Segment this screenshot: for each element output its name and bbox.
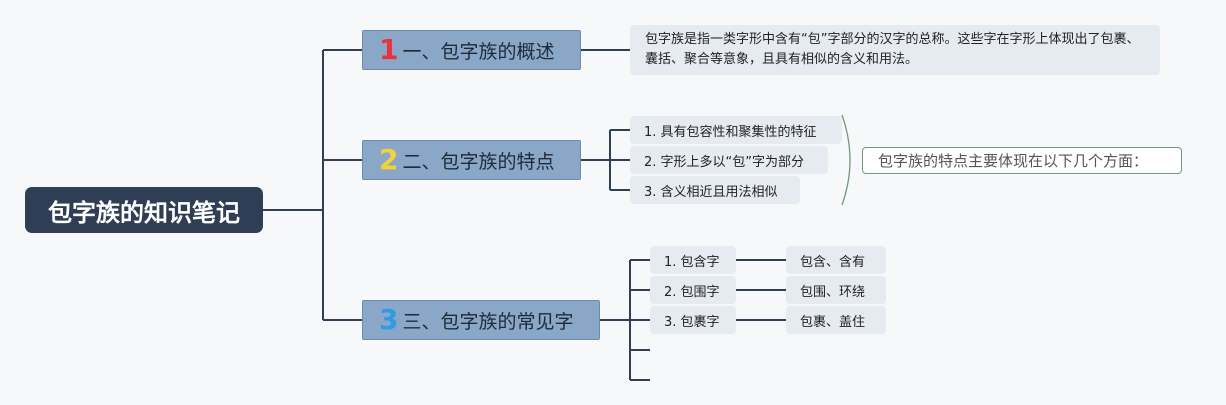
char-example-label: 包含、含有 [800, 254, 866, 270]
char-category-label: 3. 包裹字 [664, 314, 720, 330]
branch-title: 一、包字族的概述 [402, 40, 555, 63]
char-example[interactable]: 包裹、盖住 [786, 306, 886, 334]
overview-description[interactable]: 包字族是指一类字形中含有“包”字部分的汉字的总称。这些字在字形上体现出了包裹、囊… [630, 25, 1160, 75]
feature-item[interactable]: 1. 具有包容性和聚集性的特征 [630, 116, 842, 144]
branch-common-chars[interactable]: 3 三、包字族的常见字 [362, 300, 600, 340]
char-category[interactable]: 1. 包含字 [650, 246, 736, 274]
branch-overview[interactable]: 1 一、包字族的概述 [362, 30, 581, 70]
char-example-label: 包裹、盖住 [800, 314, 866, 330]
branch-title: 二、包字族的特点 [402, 150, 555, 173]
features-summary[interactable]: 包字族的特点主要体现在以下几个方面： [862, 147, 1182, 174]
char-example[interactable]: 包围、环绕 [786, 276, 886, 304]
root-node[interactable]: 包字族的知识笔记 [25, 187, 263, 233]
description-text: 包字族是指一类字形中含有“包”字部分的汉字的总称。这些字在字形上体现出了包裹、囊… [645, 32, 1140, 67]
branch-features[interactable]: 2 二、包字族的特点 [362, 140, 581, 180]
char-category-label: 1. 包含字 [664, 254, 720, 270]
branch-number-1: 1 [379, 33, 399, 66]
feature-item-label: 3. 含义相近且用法相似 [644, 184, 778, 200]
feature-item-label: 1. 具有包容性和聚集性的特征 [644, 124, 817, 140]
summary-bracket [841, 114, 851, 206]
char-category[interactable]: 2. 包围字 [650, 276, 736, 304]
char-example-label: 包围、环绕 [800, 284, 866, 300]
summary-text: 包字族的特点主要体现在以下几个方面： [878, 152, 1149, 170]
char-category[interactable]: 3. 包裹字 [650, 306, 736, 334]
branch-number-3: 3 [379, 303, 399, 336]
feature-item[interactable]: 2. 字形上多以“包”字为部分 [630, 146, 828, 174]
root-title: 包字族的知识笔记 [48, 198, 240, 227]
feature-item[interactable]: 3. 含义相近且用法相似 [630, 176, 800, 204]
char-category-label: 2. 包围字 [664, 284, 720, 300]
char-example[interactable]: 包含、含有 [786, 246, 886, 274]
branch-number-2: 2 [379, 143, 399, 176]
feature-item-label: 2. 字形上多以“包”字为部分 [644, 154, 805, 170]
branch-title: 三、包字族的常见字 [402, 310, 574, 333]
